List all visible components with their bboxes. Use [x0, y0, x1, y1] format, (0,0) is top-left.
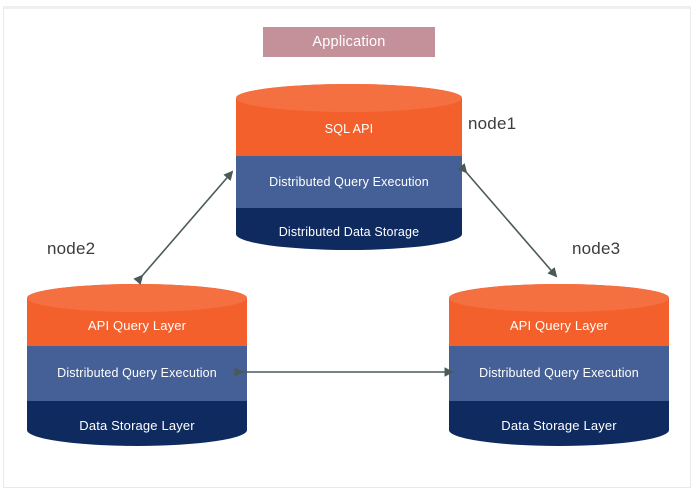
- node2-cylinder[interactable]: API Query Layer Distributed Query Execut…: [27, 284, 247, 452]
- node3-cylinder-shape: [449, 284, 669, 446]
- node3-top-ellipse: [449, 284, 669, 312]
- node1-caption: node1: [468, 114, 517, 133]
- node1-cylinder[interactable]: SQL API Distributed Query Execution Dist…: [236, 84, 462, 256]
- node1-cylinder-shape: [236, 84, 462, 250]
- application-box: Application: [263, 27, 435, 57]
- node1-top-highlight: [236, 84, 462, 112]
- node2-cylinder-shape: [27, 284, 247, 446]
- node2-caption: node2: [47, 239, 96, 258]
- node2-band-2-fill: [27, 401, 247, 446]
- node2-top-ellipse: [27, 284, 247, 312]
- application-label: Application: [312, 34, 386, 50]
- node2-top-highlight: [27, 284, 247, 312]
- node3-cylinder[interactable]: API Query Layer Distributed Query Execut…: [449, 284, 669, 452]
- node3-caption: node3: [572, 239, 621, 258]
- node3-band-1-fill: [449, 346, 669, 401]
- node1-top-ellipse: [236, 84, 462, 112]
- node1-band-1-fill: [236, 156, 462, 208]
- node3-top-highlight: [449, 284, 669, 312]
- node2-band-1-fill: [27, 346, 247, 401]
- node1-band-2-fill: [236, 208, 462, 250]
- node3-band-2-fill: [449, 401, 669, 446]
